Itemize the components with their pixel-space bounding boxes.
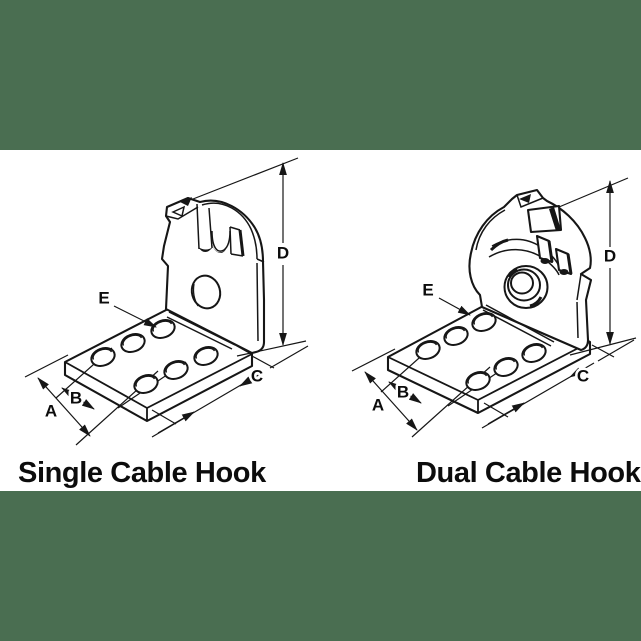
dim-label-c: C [251,366,263,385]
dim-label-e: E [422,280,433,299]
dim-ext-d-top [192,157,299,200]
flag-tip-arrowhead [180,197,192,206]
prong-one-shadow [540,258,550,264]
dim-label-a: A [45,401,57,420]
single-dimensions: A B C D E [37,157,309,438]
clip-flag [516,194,544,208]
dim-ext-d-bottom [569,337,637,356]
left-prong-shadow [198,247,213,252]
dim-arrow-c-right [569,362,595,378]
prong-two-shadow [559,269,569,275]
dim-label-d: D [604,246,616,265]
dim-label-a: A [372,395,384,414]
grommet-inner-ring [510,271,534,295]
prong-two-edge [566,253,573,275]
cable-saddle [211,230,231,252]
grommet-shadow-upper [507,267,518,278]
dim-label-e: E [98,288,109,307]
right-prong [229,226,244,257]
single-cable-hook-figure: A B C D E [24,157,309,446]
head-inner-arc [475,209,506,251]
dim-leader-e [438,297,471,316]
dim-label-c: C [577,366,589,385]
dim-leader-e [113,305,157,328]
dim-ext-d-bottom [236,340,307,357]
dim-arrow-c-left [157,411,195,434]
right-prong-edge [238,229,245,257]
base-plate-top-edges [64,353,253,421]
dim-ext-d-top [558,177,629,208]
prong-one-edge [547,240,554,263]
dual-cable-hook-caption: Dual Cable Hook [416,457,641,489]
flag-tab [165,206,199,220]
single-upright-hook [160,196,266,355]
dim-arrow-c-right [239,372,263,387]
clip-flag-arrowhead [519,194,531,203]
saddle-shadow [212,243,226,254]
bend-lines [482,304,555,347]
grommet-shadow-lower [529,296,543,308]
single-cable-hook-caption: Single Cable Hook [18,457,266,489]
dual-mounting-holes [415,312,547,391]
left-prong [196,203,213,250]
dim-line-b [388,381,422,404]
bend-lines [166,311,236,350]
dim-label-b: B [397,382,409,401]
single-mounting-holes [90,319,219,394]
zig-hook-inner-edge [576,273,582,339]
dual-dimensions: A B C D E [364,177,637,431]
base-plate-top-edges [387,341,591,413]
dual-cable-hook-figure: A B C D E [351,177,637,438]
dim-arrow-c-left [487,402,525,425]
top-green-band [0,0,641,150]
retaining-tab-edge [549,207,561,231]
hook-inner-curve [201,202,265,342]
bottom-green-band [0,491,641,641]
dual-upright-hook [468,188,593,352]
upright-hole-lip [192,283,199,307]
dim-line-b [61,387,95,410]
upright-large-hole [190,274,222,310]
saddle-shadow [489,238,509,252]
flag-arrow-outline [171,205,186,218]
dim-label-d: D [277,243,289,262]
dim-label-b: B [70,388,82,407]
